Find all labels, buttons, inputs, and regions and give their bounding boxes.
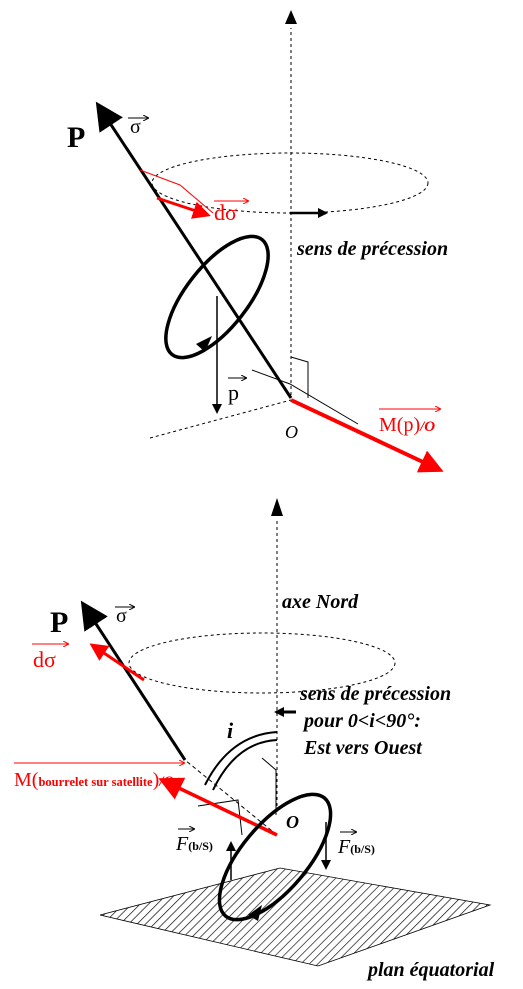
bottom-moment-close: ) [153,769,160,791]
bottom-label-sigma: σ [116,605,127,627]
bottom-label-prec-3: Est vers Ouest [303,737,423,759]
bottom-diagram: P σ dσ axe Nord sens de précession pour … [14,498,495,981]
top-label-O: O [285,422,298,442]
bottom-spin-ellipse-arrow [248,905,262,921]
bottom-label-angle-i: i [227,718,234,743]
top-diagram: P σ dσ sens de précession p O M(p)/O [67,10,448,473]
top-precession-ellipse [151,152,429,214]
top-moment-sub: /O [419,419,435,435]
bottom-force-left-F: F [175,833,189,855]
bottom-spin-axis [80,600,187,761]
top-moment-M: M(p) [379,414,420,436]
top-label-moment: M(p)/O [379,414,435,436]
top-moment-arrow [290,398,444,473]
bottom-label-axe-nord: axe Nord [282,591,359,613]
bottom-label-prec-2: pour 0<i<90°: [302,710,421,732]
top-ground-line [149,399,292,439]
bottom-moment-M: M( [14,769,39,791]
bottom-spin-axis-dashed [184,759,278,836]
equatorial-plane [99,867,492,967]
top-label-P: P [67,121,85,154]
angle-i-arc-inner [212,739,278,791]
bottom-label-P: P [50,606,68,639]
bottom-label-dsigma: dσ [33,647,56,672]
bottom-axis-arrowhead [271,498,283,516]
top-sigma-construct [139,169,214,214]
bottom-moment-sub: /O [158,774,174,790]
bottom-label-force-left: F(b/S) [175,833,213,855]
top-label-dsigma: dσ [214,200,237,225]
bottom-precession-ellipse [128,632,396,694]
angle-i-arc [204,731,278,786]
top-label-precession: sens de précession [296,238,448,260]
bottom-dsigma-arrow [89,643,145,682]
top-dsigma-arrow [156,196,211,219]
bottom-right-angle-mark-2 [197,799,243,836]
top-spin-axis [95,101,293,399]
bottom-moment-inner: bourrelet sur satellite [38,775,153,789]
bottom-right-angle-mark [261,757,277,815]
top-spin-ellipse-arrow [196,336,212,352]
bottom-label-O: O [286,812,299,832]
top-label-p: p [228,380,239,405]
top-spin-ellipse [164,234,270,360]
bottom-force-right-F: F [337,836,351,858]
bottom-label-moment: M(bourrelet sur satellite)/O [14,769,174,791]
bottom-label-force-right: F(b/S) [337,836,375,858]
top-axis-arrowhead [285,10,297,24]
top-right-angle-mark-2 [251,369,359,425]
bottom-label-plan: plan équatorial [366,959,495,981]
bottom-spin-ellipse [217,792,333,922]
top-label-sigma: σ [130,116,141,138]
bottom-label-prec-1: sens de précession [299,683,451,705]
bottom-force-left-sub: (b/S) [188,839,213,853]
top-right-angle-mark [290,356,309,398]
bottom-force-right-sub: (b/S) [350,842,375,856]
